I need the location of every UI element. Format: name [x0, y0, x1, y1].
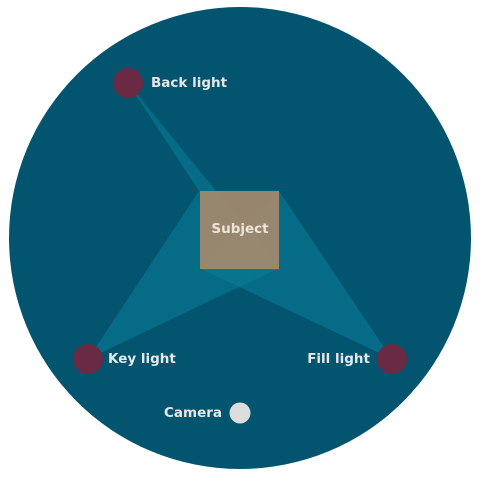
key-light-icon	[73, 344, 103, 374]
fill-light-label: Fill light	[307, 351, 370, 367]
fill-light-icon	[377, 344, 407, 374]
back-light-icon	[113, 68, 143, 98]
back-light-label: Back light	[151, 75, 228, 91]
camera-label: Camera	[164, 405, 222, 421]
key-light-label: Key light	[108, 351, 176, 367]
subject-square-icon	[200, 191, 279, 269]
camera-icon	[229, 402, 251, 424]
subject-label: Subject	[211, 221, 269, 237]
